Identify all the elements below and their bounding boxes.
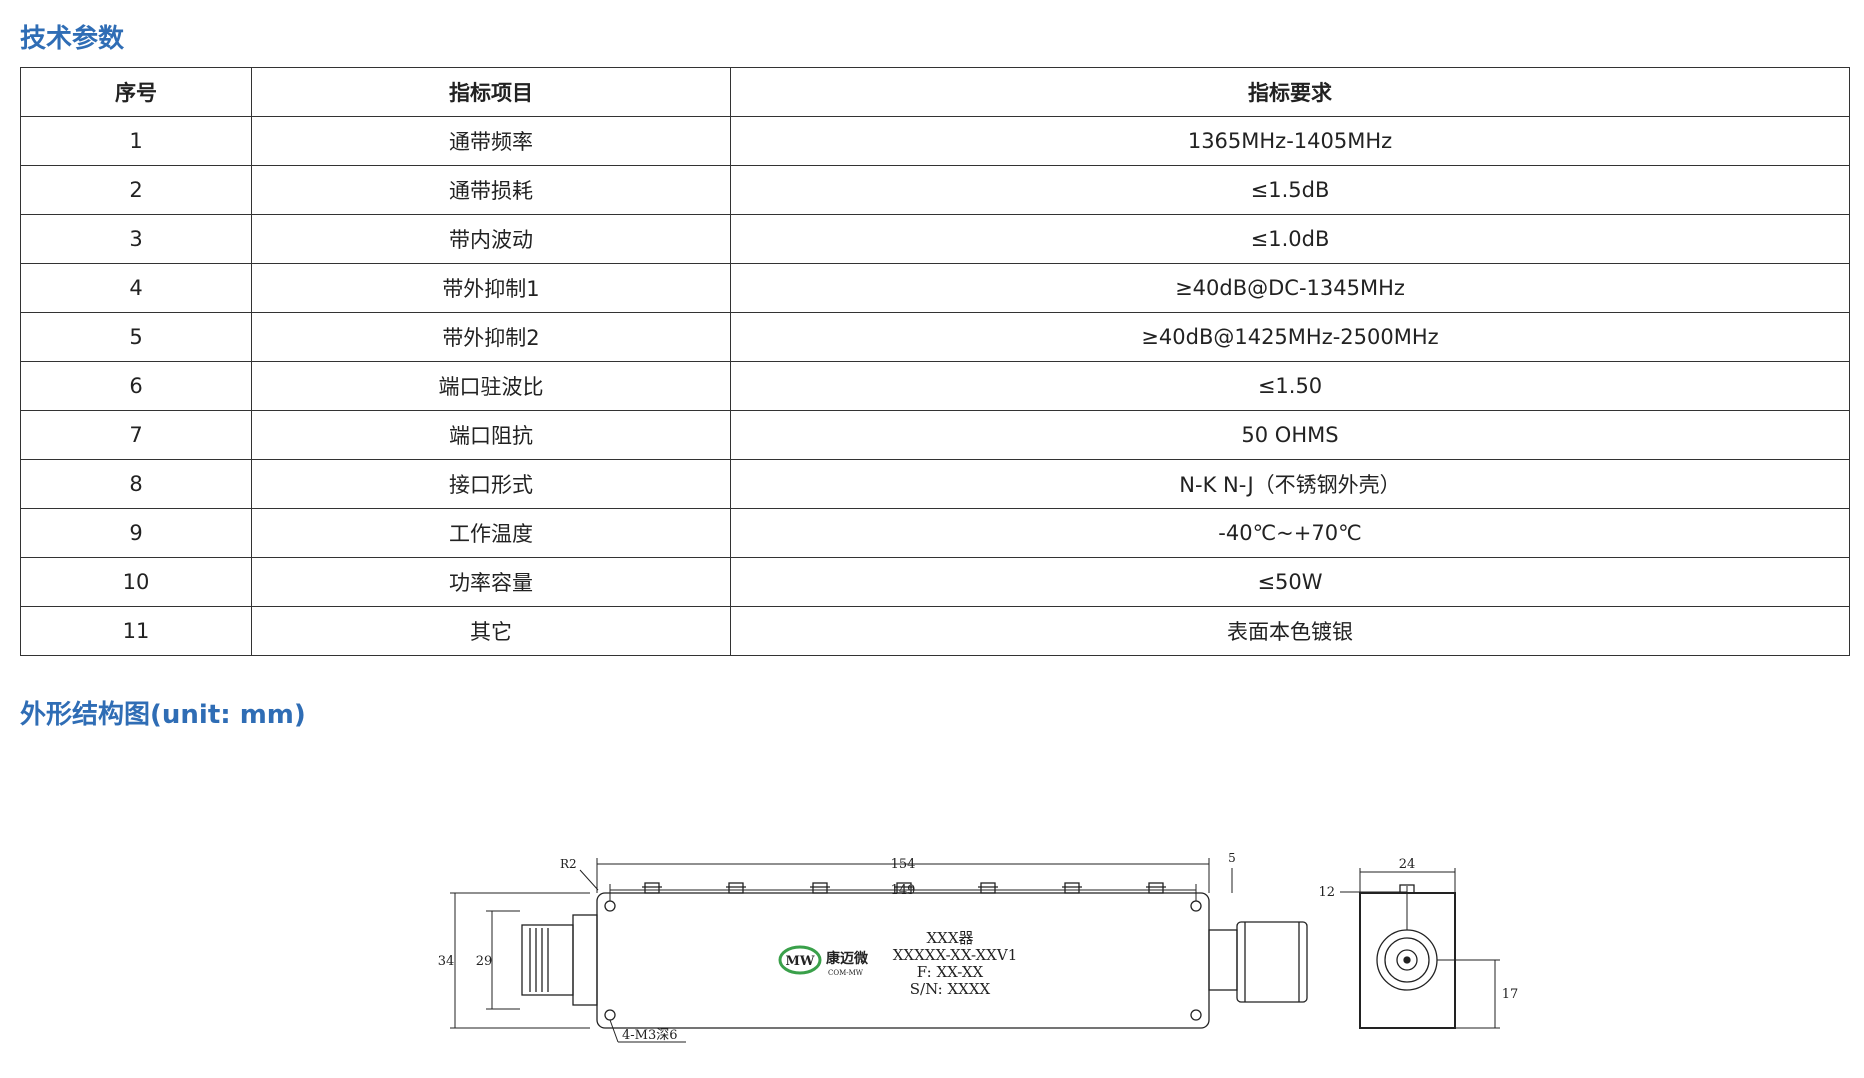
left-connector [521,914,598,1006]
cell-index: 11 [20,606,252,656]
cell-item: 通带频率 [251,116,731,166]
cell-index: 6 [20,361,252,411]
dim-side-offset: 12 [1318,885,1335,900]
cell-requirement: 1365MHz-1405MHz [730,116,1850,166]
header-requirement: 指标要求 [730,67,1850,117]
cell-requirement: ≤50W [730,557,1850,607]
cell-item: 功率容量 [251,557,731,607]
tuning-screws [642,882,1166,894]
drawing-section-title: 外形结构图(unit: mm) [20,700,306,730]
right-connector [1208,921,1308,1003]
logo-mark: MW [786,954,815,969]
mounting-hole [1190,900,1202,912]
dim-connector-height: 29 [476,954,493,969]
cell-requirement: 表面本色镀银 [730,606,1850,656]
cell-index: 9 [20,508,252,558]
label-name: XXX器 [926,929,973,947]
outline-drawing: MW 康迈微 COM-MW XXX器 XXXXX-XX-XXV1 F: XX-X… [438,851,1519,1043]
cell-index: 3 [20,214,252,264]
cell-requirement: 50 OHMS [730,410,1850,460]
header-item: 指标项目 [251,67,731,117]
cell-item: 通带损耗 [251,165,731,215]
dim-hole-spacing: 149 [891,883,916,898]
dimension-lines [450,858,1500,1043]
cell-requirement: ≥40dB@DC-1345MHz [730,263,1850,313]
label-model: XXXXX-XX-XXV1 [893,946,1017,964]
logo-cn: 康迈微 [826,950,869,967]
cell-requirement: N-K N-J（不锈钢外壳） [730,459,1850,509]
header-index: 序号 [20,67,252,117]
cell-requirement: ≤1.0dB [730,214,1850,264]
cell-index: 10 [20,557,252,607]
cell-item: 带外抑制1 [251,263,731,313]
dim-side-width: 24 [1399,857,1416,872]
dim-mounting-holes: 4-M3深6 [622,1028,678,1043]
specs-section-title: 技术参数 [20,24,125,54]
cell-item: 接口形式 [251,459,731,509]
dim-connector-offset: 5 [1228,851,1236,865]
cell-requirement: -40℃~+70℃ [730,508,1850,558]
cell-index: 4 [20,263,252,313]
dim-height: 34 [438,954,455,969]
cell-item: 端口阻抗 [251,410,731,460]
mounting-hole [604,900,616,912]
label-freq: F: XX-XX [917,963,984,981]
mounting-hole [604,1009,616,1021]
mounting-hole [1190,1009,1202,1021]
cell-index: 1 [20,116,252,166]
cell-requirement: ≥40dB@1425MHz-2500MHz [730,312,1850,362]
cell-index: 2 [20,165,252,215]
dim-total-length: 154 [891,857,916,872]
cell-item: 工作温度 [251,508,731,558]
cell-requirement: ≤1.50 [730,361,1850,411]
cell-item: 其它 [251,606,731,656]
dim-side-height: 17 [1502,987,1519,1002]
label-sn: S/N: XXXX [910,980,991,998]
cell-index: 5 [20,312,252,362]
company-logo: MW 康迈微 COM-MW [778,945,869,977]
cell-index: 7 [20,410,252,460]
cell-requirement: ≤1.5dB [730,165,1850,215]
cell-index: 8 [20,459,252,509]
logo-en: COM-MW [828,969,864,977]
cell-item: 带内波动 [251,214,731,264]
cell-item: 端口驻波比 [251,361,731,411]
dim-corner-radius: R2 [560,857,577,871]
cell-item: 带外抑制2 [251,312,731,362]
table-header-row: 序号 指标项目 指标要求 [20,67,1850,117]
